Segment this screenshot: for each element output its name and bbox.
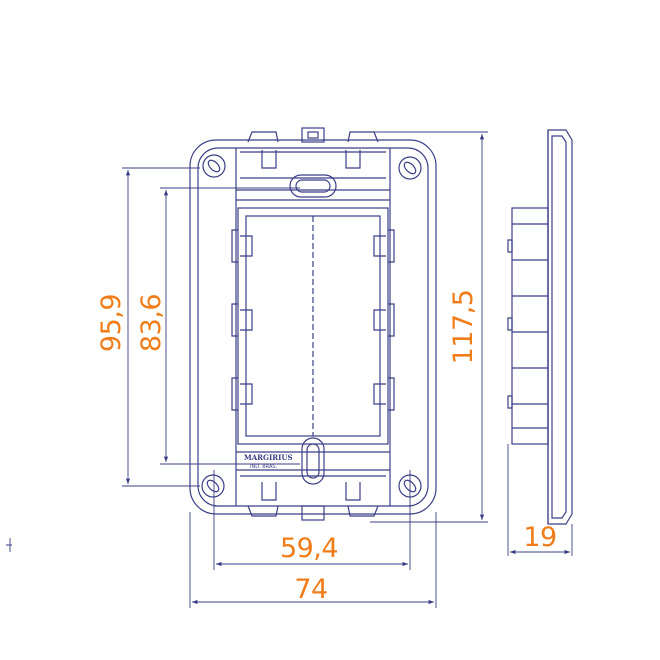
side-view [507, 129, 573, 525]
dim-height-inner: 83,6 [136, 294, 167, 352]
brand-sub: IND. BRAS. [250, 464, 278, 470]
bottom-clips [240, 475, 386, 521]
top-clips [240, 127, 386, 179]
dim-height-outer: 95,9 [96, 294, 127, 352]
dim-height-total: 117,5 [448, 290, 479, 365]
dimension-lines [6, 131, 573, 608]
module-window [236, 199, 390, 453]
center-slots [289, 174, 337, 485]
brand-name: MARGIRIUS [244, 453, 293, 462]
module-clips-right [373, 229, 395, 411]
module-clips-left [231, 229, 253, 411]
dim-width-total: 74 [294, 574, 327, 605]
dim-depth: 19 [523, 522, 556, 553]
dim-width-inner: 59,4 [280, 533, 338, 564]
